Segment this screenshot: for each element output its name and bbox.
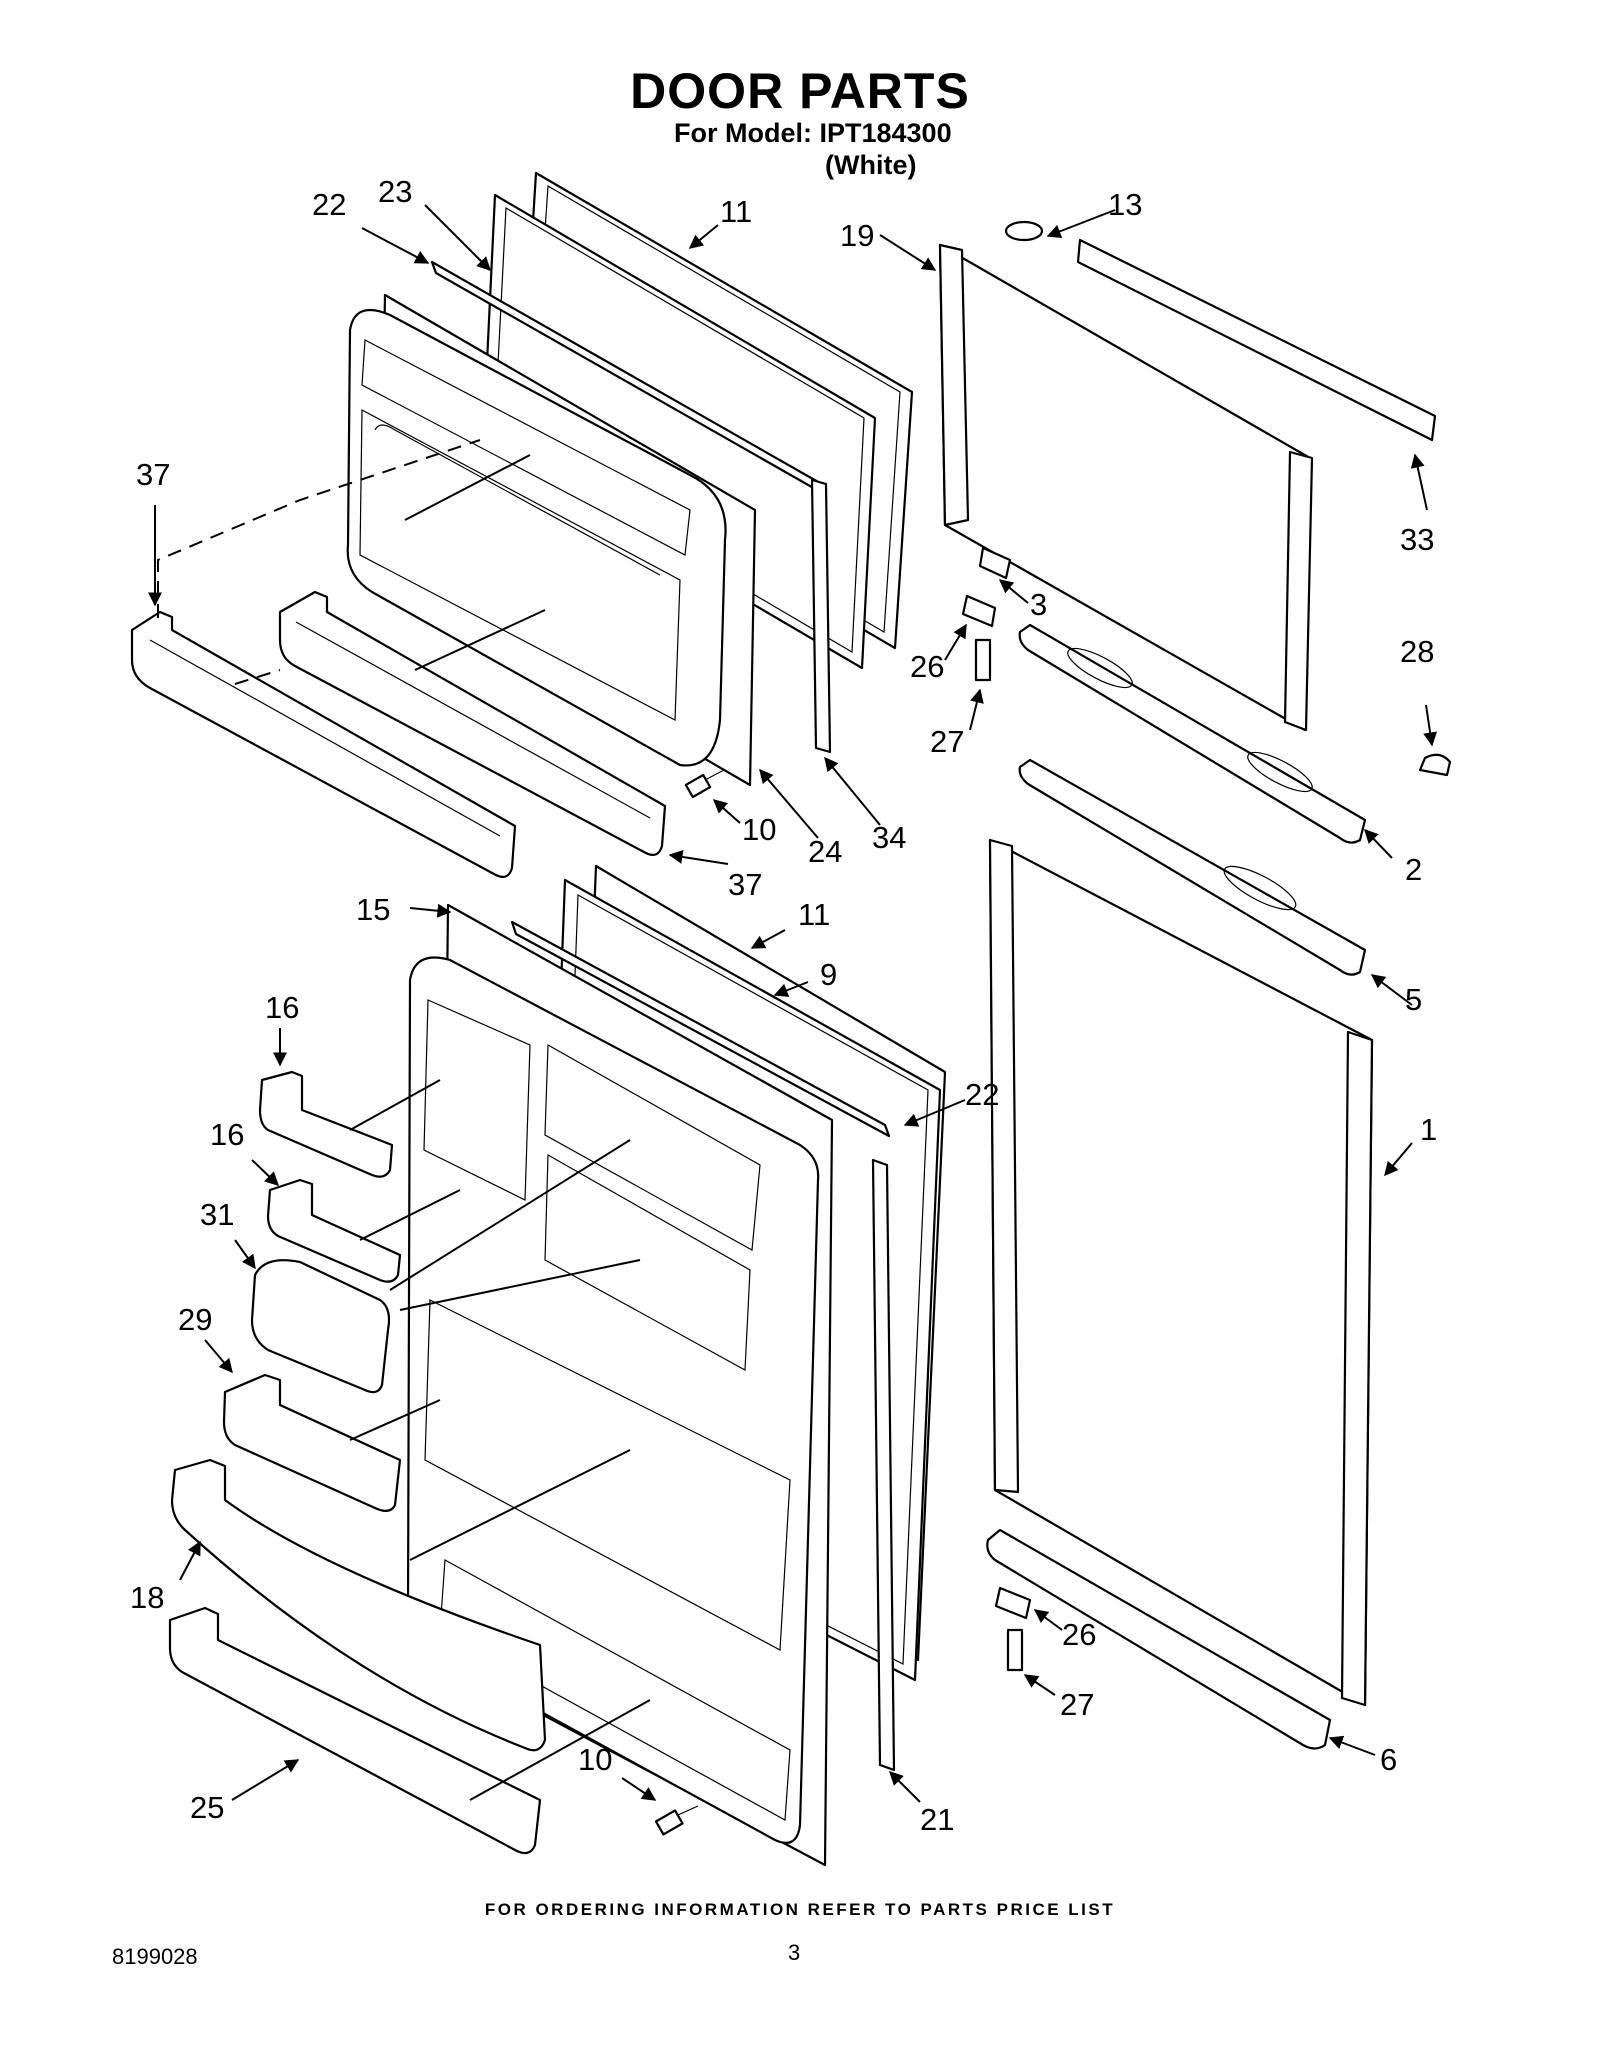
freezer-screw bbox=[684, 769, 725, 799]
callout-13: 13 bbox=[1108, 187, 1142, 222]
callout-28: 28 bbox=[1400, 634, 1434, 669]
fresh-food-door-assembly bbox=[168, 864, 947, 1867]
freezer-door-assembly bbox=[130, 171, 914, 879]
leader-arrows bbox=[148, 204, 1438, 1803]
callout-16: 16 bbox=[265, 990, 299, 1025]
callout-6: 6 bbox=[1380, 1742, 1397, 1777]
callout-25: 25 bbox=[190, 1790, 224, 1825]
freezer-plug-13 bbox=[1004, 220, 1044, 242]
fresh-food-screw bbox=[654, 1805, 699, 1836]
door-bin-29 bbox=[222, 1373, 402, 1512]
plug-28 bbox=[1418, 753, 1452, 777]
callout-15: 15 bbox=[356, 892, 390, 927]
callout-26: 26 bbox=[910, 649, 944, 684]
callout-21: 21 bbox=[920, 1802, 954, 1837]
freezer-side-strip bbox=[810, 478, 832, 754]
ordering-note: FOR ORDERING INFORMATION REFER TO PARTS … bbox=[484, 1900, 1116, 1919]
callout-1: 1 bbox=[1420, 1112, 1437, 1147]
model-line: For Model: IPT184300 bbox=[674, 118, 952, 148]
color-line: (White) bbox=[825, 150, 917, 180]
freezer-door-panel bbox=[938, 243, 1312, 732]
callout-5: 5 bbox=[1405, 982, 1422, 1017]
hinge-bracket-26 bbox=[961, 594, 997, 628]
hinge-screw-27 bbox=[974, 638, 992, 682]
page-number: 3 bbox=[788, 1940, 801, 1965]
callout-37b: 37 bbox=[728, 867, 762, 902]
callout-2: 2 bbox=[1405, 852, 1422, 887]
dairy-door-31 bbox=[250, 1259, 391, 1394]
fresh-food-outer-door bbox=[986, 758, 1374, 1750]
callout-22b: 22 bbox=[965, 1077, 999, 1112]
callout-18: 18 bbox=[130, 1580, 164, 1615]
callout-24: 24 bbox=[808, 834, 842, 869]
callout-34: 34 bbox=[872, 820, 906, 855]
freezer-handle-2 bbox=[1018, 623, 1367, 844]
hinge-bracket-26b bbox=[994, 1586, 1032, 1620]
callout-23: 23 bbox=[378, 174, 412, 209]
door-bin-16a bbox=[258, 1070, 394, 1178]
callout-27: 27 bbox=[930, 724, 964, 759]
callout-19: 19 bbox=[840, 218, 874, 253]
door-bin-16b bbox=[266, 1178, 402, 1283]
freezer-shelf-rear bbox=[278, 590, 667, 857]
callout-22: 22 bbox=[312, 187, 346, 222]
freezer-liner-inner bbox=[346, 308, 727, 767]
door-bin-18 bbox=[170, 1458, 547, 1752]
fresh-food-breaker-strip bbox=[510, 920, 891, 1138]
callout-29: 29 bbox=[178, 1302, 212, 1337]
document-number: 8199028 bbox=[112, 1944, 198, 1969]
door-bin-25 bbox=[168, 1606, 542, 1855]
freezer-handle-5 bbox=[1018, 758, 1367, 976]
hinge-3 bbox=[978, 546, 1012, 580]
callout-3: 3 bbox=[1030, 587, 1047, 622]
callout-11b: 11 bbox=[798, 897, 830, 932]
callout-26b: 26 bbox=[1062, 1617, 1096, 1652]
freezer-top-cap bbox=[1076, 238, 1437, 442]
callout-9: 9 bbox=[820, 957, 837, 992]
callout-33: 33 bbox=[1400, 522, 1434, 557]
callout-10: 10 bbox=[742, 812, 776, 847]
fresh-food-side-strip bbox=[871, 1158, 896, 1772]
hinge-screw-27b bbox=[1006, 1628, 1024, 1672]
freezer-outer-door bbox=[938, 220, 1452, 844]
callout-31: 31 bbox=[200, 1197, 234, 1232]
page-title: DOOR PARTS bbox=[630, 63, 970, 119]
callout-16b: 16 bbox=[210, 1117, 244, 1152]
callout-numbers: 22 23 11 19 13 37 33 3 26 28 27 10 24 34… bbox=[130, 174, 1437, 1837]
callout-10b: 10 bbox=[578, 1742, 612, 1777]
bottom-cap-6 bbox=[986, 1528, 1332, 1750]
freezer-shelf-front bbox=[130, 610, 517, 879]
callout-37: 37 bbox=[136, 457, 170, 492]
callout-27b: 27 bbox=[1060, 1687, 1094, 1722]
callout-11: 11 bbox=[720, 194, 752, 229]
